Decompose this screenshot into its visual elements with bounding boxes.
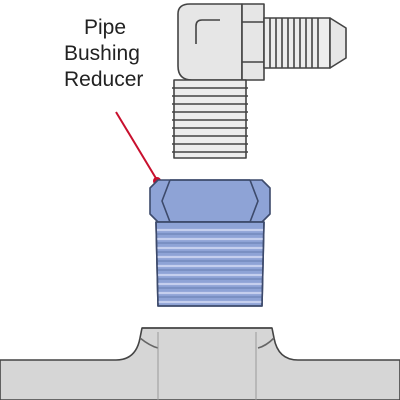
callout-line-2: Bushing	[64, 42, 140, 65]
callout-label: Pipe Bushing Reducer	[64, 16, 143, 91]
callout-line-3: Reducer	[64, 68, 143, 91]
elbow-port-detail	[195, 19, 220, 44]
elbow-fitting	[172, 3, 347, 159]
elbow-pipe-threads	[173, 79, 247, 159]
elbow-flare-thread-lines	[269, 18, 319, 68]
elbow-body	[177, 3, 243, 81]
callout-leader	[115, 111, 161, 185]
bushing-thread-lines	[156, 228, 264, 304]
pipe-bushing-reducer	[149, 179, 271, 307]
elbow-flare-threads	[263, 17, 331, 69]
port-body	[0, 327, 400, 400]
elbow-hex-nut	[241, 3, 265, 81]
callout-line-1: Pipe	[84, 16, 126, 39]
leader-line	[115, 111, 158, 181]
port-body-shape	[0, 327, 400, 400]
elbow-flare-tip	[329, 17, 347, 69]
